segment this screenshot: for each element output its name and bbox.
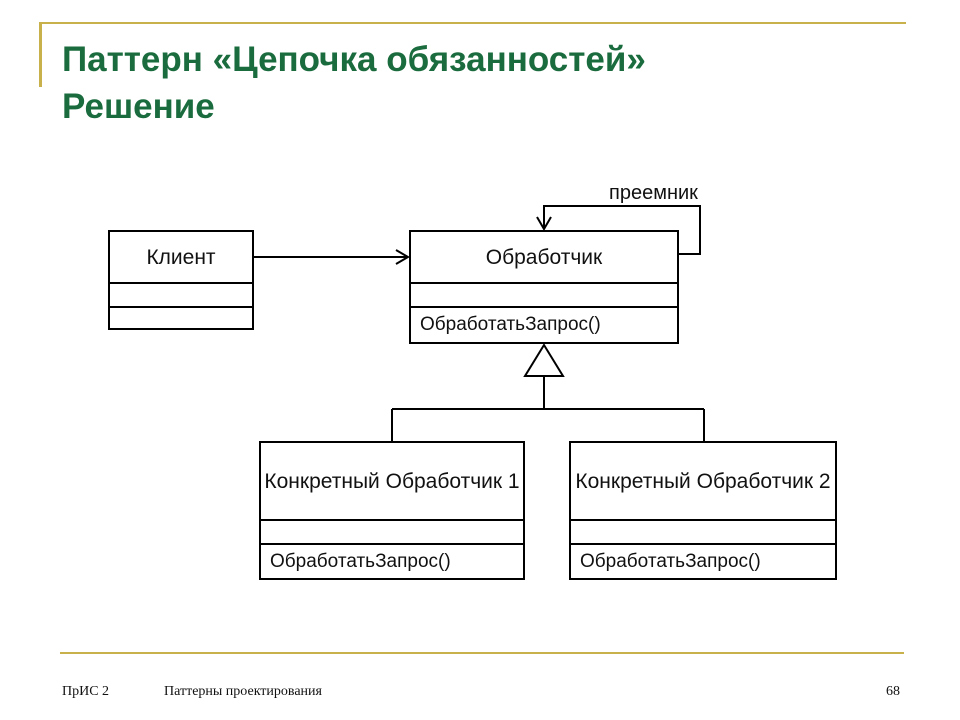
successor-loop-arrowhead (536, 216, 552, 231)
accent-vertical-line (39, 22, 42, 87)
class-client-name: Клиент (110, 232, 252, 284)
successor-label: преемник (609, 182, 698, 204)
successor-loop-line (543, 205, 701, 255)
class-concrete-handler-2: Конкретный Обработчик 2 ОбработатьЗапрос… (569, 441, 837, 580)
generalization-triangle (523, 343, 565, 377)
class-client: Клиент (108, 230, 254, 330)
accent-top-line (39, 22, 906, 24)
class-concrete-handler-2-attributes (571, 521, 835, 545)
class-handler-operation: ОбработатьЗапрос() (420, 314, 601, 335)
class-concrete-handler-2-name: Конкретный Обработчик 2 (571, 443, 835, 521)
class-client-attributes (110, 284, 252, 308)
class-concrete-handler-1: Конкретный Обработчик 1 ОбработатьЗапрос… (259, 441, 525, 580)
class-client-operations (110, 308, 252, 328)
association-arrowhead (395, 249, 410, 265)
class-concrete-handler-2-operation: ОбработатьЗапрос() (580, 550, 761, 572)
accent-bottom-line (60, 652, 904, 654)
class-concrete-handler-1-operation: ОбработатьЗапрос() (270, 550, 451, 572)
page-number: 68 (886, 684, 900, 699)
slide-title: Паттерн «Цепочка обязанностей» Решение (62, 36, 646, 130)
class-concrete-handler-1-attributes (261, 521, 523, 545)
slide-title-line-2: Решение (62, 87, 215, 126)
class-handler-attributes (411, 284, 677, 308)
class-handler: Обработчик ОбработатьЗапрос() (409, 230, 679, 344)
footer-topic: Паттерны проектирования (164, 684, 322, 699)
slide-title-line-1: Паттерн «Цепочка обязанностей» (62, 40, 646, 79)
footer-course: ПрИС 2 (62, 684, 110, 699)
class-handler-name: Обработчик (411, 232, 677, 284)
class-concrete-handler-1-name: Конкретный Обработчик 1 (261, 443, 523, 521)
